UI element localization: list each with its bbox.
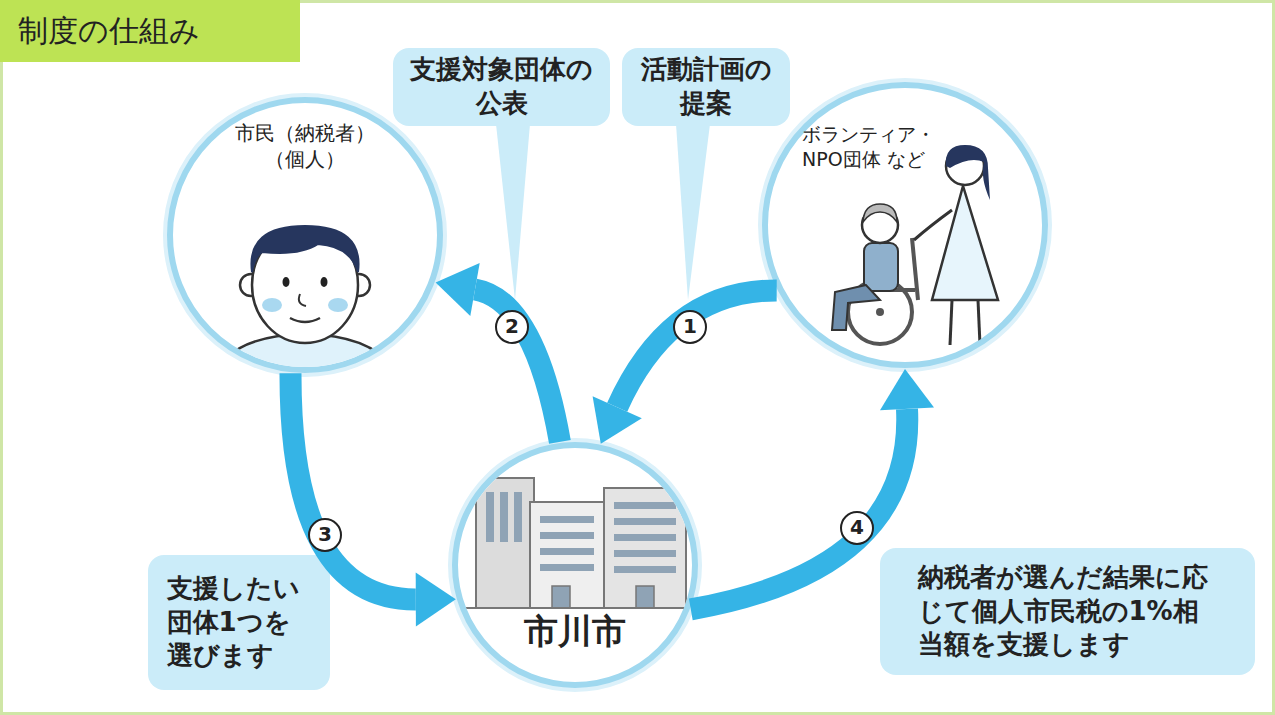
city-hall-illustration — [614, 518, 676, 525]
flow-arrow-line — [617, 290, 777, 407]
city-hall-illustration — [500, 492, 508, 542]
city-hall-illustration — [614, 550, 676, 557]
circle-node: 市川市 — [447, 437, 703, 693]
circle-ring — [765, 85, 1045, 365]
citizen-illustration — [321, 277, 328, 287]
citizen-illustration — [240, 274, 262, 296]
citizen-illustration — [212, 334, 398, 385]
title-band: 制度の仕組み — [0, 0, 300, 62]
city-hall-illustration — [486, 492, 494, 542]
city-hall-illustration — [636, 586, 654, 608]
citizen-illustration — [290, 318, 320, 322]
callout-tail — [676, 124, 710, 300]
arrow-head — [880, 369, 934, 410]
city-hall-illustration — [614, 502, 676, 509]
city-hall-illustration — [540, 516, 594, 523]
callout-box: 活動計画の 提案 — [622, 48, 790, 126]
circle-outline — [447, 437, 703, 693]
citizen-illustration — [262, 298, 282, 312]
volunteer-illustration — [950, 300, 952, 345]
citizen-illustration — [252, 227, 358, 343]
volunteer-illustration — [876, 308, 884, 316]
citizen-illustration — [328, 298, 348, 312]
citizen-illustration — [348, 274, 370, 296]
callout-text: 活動計画の 提案 — [635, 53, 777, 121]
arrow-head — [593, 396, 642, 444]
callout-number: 2 — [495, 310, 529, 344]
circle-outline — [757, 77, 1053, 373]
volunteer-illustration — [932, 186, 998, 300]
flow-arrow — [290, 373, 455, 626]
volunteer-illustration — [863, 204, 897, 222]
city-hall-illustration — [614, 534, 676, 541]
circle-node: ボランティア・ NPO団体 など — [757, 77, 1053, 373]
volunteer-illustration — [862, 207, 898, 243]
citizen-illustration — [212, 226, 398, 385]
circle-ring — [170, 100, 440, 370]
circle-glow — [765, 85, 1045, 365]
callout-text: 支援対象団体の 公表 — [404, 53, 599, 121]
flow-arrow — [436, 263, 560, 442]
volunteer-illustration — [864, 243, 898, 291]
callout-number: 4 — [840, 511, 874, 545]
circle-text: ボランティア・ NPO団体 など — [802, 122, 937, 171]
circle-glow — [455, 445, 695, 685]
volunteer-illustration — [946, 145, 990, 200]
city-hall-illustration — [530, 502, 604, 608]
callout-box: 支援対象団体の 公表 — [393, 48, 610, 126]
city-hall-illustration — [540, 532, 594, 539]
circle-text: 市川市 — [475, 609, 675, 653]
circle-glow — [170, 100, 440, 370]
flow-arrow-line — [475, 290, 560, 442]
callout-number: 1 — [673, 310, 707, 344]
flow-arrow-line — [290, 373, 415, 599]
callout-number: 3 — [308, 518, 342, 552]
callout-box: 納税者が選んだ結果に応 じて個人市民税の1%相 当額を支援します — [880, 548, 1255, 675]
callout-text: 支援したい 団体1つを 選びます — [167, 572, 312, 673]
callout-text: 納税者が選んだ結果に応 じて個人市民税の1%相 当額を支援します — [918, 561, 1218, 662]
volunteer-illustration — [832, 145, 998, 345]
city-hall-illustration — [540, 564, 594, 571]
city-hall-illustration — [460, 478, 700, 608]
city-hall-illustration — [552, 586, 570, 608]
flow-arrow-line — [691, 409, 907, 609]
callout-tail — [496, 124, 530, 300]
citizen-illustration — [251, 226, 358, 272]
city-hall-illustration — [460, 607, 700, 609]
city-hall-illustration — [614, 566, 676, 573]
volunteer-illustration — [914, 210, 952, 240]
arrow-head — [416, 572, 456, 626]
city-hall-illustration — [604, 488, 686, 608]
volunteer-illustration — [978, 300, 980, 345]
volunteer-illustration — [850, 288, 915, 292]
flow-arrow — [593, 290, 777, 443]
city-hall-illustration — [476, 478, 534, 608]
city-hall-illustration — [514, 492, 522, 542]
volunteer-illustration — [848, 280, 912, 344]
flow-arrow — [691, 369, 934, 609]
circle-node: 市民（納税者） （個人） — [162, 92, 448, 378]
callout-box: 支援したい 団体1つを 選びます — [148, 555, 330, 690]
citizen-illustration — [299, 294, 306, 306]
arrow-head — [436, 263, 480, 316]
city-hall-illustration — [540, 548, 594, 555]
volunteer-illustration — [946, 147, 984, 185]
volunteer-illustration — [832, 285, 880, 330]
circle-ring — [455, 445, 695, 685]
circle-text: 市民（納税者） （個人） — [230, 120, 380, 172]
citizen-illustration — [283, 277, 290, 287]
volunteer-illustration — [912, 238, 918, 300]
